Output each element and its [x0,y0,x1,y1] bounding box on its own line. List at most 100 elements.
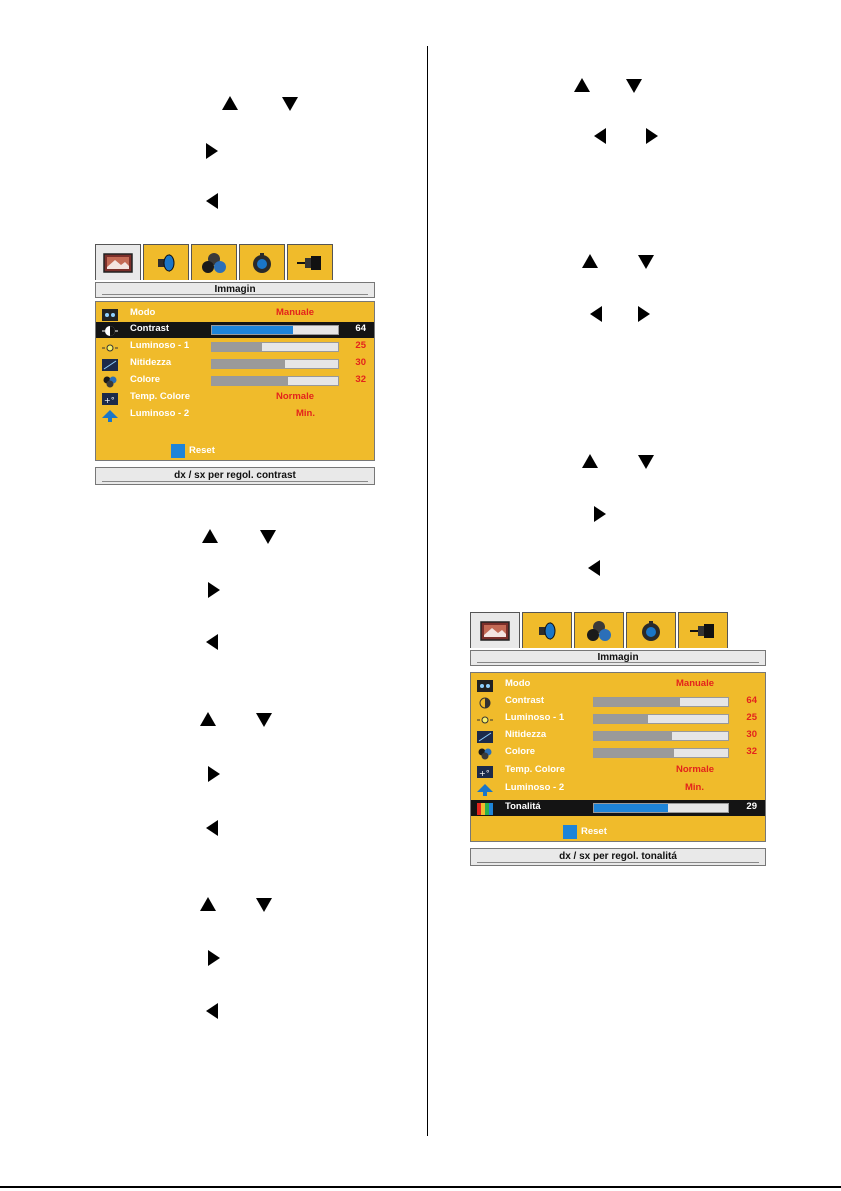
left-arrow-icon [588,560,600,576]
install-icon [642,620,660,641]
nitidezza-slider[interactable] [593,731,729,741]
menu-panel: Modo Manuale Contrast 64 Luminoso - 1 25… [470,672,766,842]
left-arrow-icon [206,634,218,650]
menu-label: Nitidezza [505,729,547,740]
left-arrow-icon [206,820,218,836]
menu-tabs [95,244,335,280]
tab-picture[interactable] [95,244,141,280]
colore-slider[interactable] [593,748,729,758]
reset-label: Reset [189,445,215,456]
menu-hint: dx / sx per regol. tonalitá [559,851,677,862]
source-icon [690,623,714,638]
up-arrow-icon [582,254,598,268]
menu-row-tonalita[interactable]: Tonalitá 29 [471,800,765,816]
down-arrow-icon [638,455,654,469]
menu-row-contrast[interactable]: Contrast 64 [471,694,765,710]
menu-row-luminoso-1[interactable]: Luminoso - 1 25 [96,339,374,355]
menu-value: 25 [355,340,366,351]
menu-value: 64 [746,695,757,706]
menu-value: 32 [355,374,366,385]
menu-title: Immagin [597,652,639,663]
color-temp-icon: +° [102,392,118,405]
tab-install[interactable] [239,244,285,280]
menu-value: Normale [676,764,715,775]
menu-row-contrast[interactable]: Contrast 64 [96,322,374,338]
menu-row-temp-colore[interactable]: +° Temp. Colore Normale [471,763,765,779]
blue-button-icon [563,825,577,839]
down-arrow-icon [626,79,642,93]
contrast-slider[interactable] [593,697,729,707]
menu-value: Normale [276,391,315,402]
luminoso-1-slider[interactable] [211,342,339,352]
menu-label: Temp. Colore [130,391,190,402]
menu-label: Luminoso - 2 [130,408,190,419]
menu-label: Contrast [130,323,170,334]
menu-row-colore[interactable]: Colore 32 [96,373,374,389]
nitidezza-slider[interactable] [211,359,339,369]
picture-icon [103,252,133,273]
menu-label: Nitidezza [130,357,172,368]
left-arrow-icon [594,128,606,144]
tab-features[interactable] [574,612,624,648]
tab-source[interactable] [678,612,728,648]
down-arrow-icon [638,255,654,269]
tab-sound[interactable] [522,612,572,648]
menu-title-bar: Immagin [470,650,766,666]
tab-picture[interactable] [470,612,520,648]
slider-fill [212,360,286,368]
speaker-icon [158,253,175,272]
slider-fill [594,749,675,757]
menu-label: Tonalitá [505,801,541,812]
picture-menu-tonalita: Immagin Modo Manuale Contrast 64 Luminos… [470,612,766,866]
colore-slider[interactable] [211,376,339,386]
menu-label: Temp. Colore [505,764,565,775]
menu-row-temp-colore[interactable]: +° Temp. Colore Normale [96,390,374,406]
menu-label: Luminoso - 1 [130,340,190,351]
menu-row-luminoso-1[interactable]: Luminoso - 1 25 [471,711,765,727]
reset-label: Reset [581,826,607,837]
tab-install[interactable] [626,612,676,648]
menu-row-nitidezza[interactable]: Nitidezza 30 [471,728,765,744]
sharpness-icon [477,730,493,743]
picture-menu-contrast: Immagin Modo Manuale Contrast 64 Luminos… [95,244,377,489]
menu-value: 25 [746,712,757,723]
tab-sound[interactable] [143,244,189,280]
menu-row-luminoso-2[interactable]: Luminoso - 2 Min. [471,781,765,797]
up-arrow-icon [574,78,590,92]
menu-value: 32 [746,746,757,757]
speaker-icon [539,621,556,640]
right-arrow-icon [638,306,650,322]
menu-value: Min. [685,782,704,793]
menu-row-modo[interactable]: Modo Manuale [96,306,374,322]
blue-button-icon [171,444,185,458]
menu-title-bar: Immagin [95,282,375,298]
up-arrow-icon [222,96,238,110]
tab-source[interactable] [287,244,333,280]
menu-row-colore[interactable]: Colore 32 [471,745,765,761]
menu-panel: Modo Manuale Contrast 64 Luminoso - 1 25… [95,301,375,461]
right-arrow-icon [594,506,606,522]
menu-row-luminoso-2[interactable]: Luminoso - 2 Min. [96,407,374,423]
features-icon [202,252,226,273]
sharpness-icon [102,358,118,371]
menu-row-nitidezza[interactable]: Nitidezza 30 [96,356,374,372]
color-icon [102,375,118,388]
menu-value: Manuale [276,307,315,318]
contrast-icon [102,324,118,336]
luminoso-1-slider[interactable] [593,714,729,724]
slider-fill [212,377,288,385]
tonalita-slider[interactable] [593,803,729,813]
svg-text:+°: +° [104,396,115,405]
up-arrow-icon [582,454,598,468]
left-arrow-icon [590,306,602,322]
tab-features[interactable] [191,244,237,280]
menu-value: Min. [296,408,315,419]
left-arrow-icon [206,1003,218,1019]
slider-fill [594,732,672,740]
menu-row-modo[interactable]: Modo Manuale [471,677,765,693]
menu-label: Luminoso - 2 [505,782,565,793]
contrast-slider[interactable] [211,325,339,335]
right-arrow-icon [208,582,220,598]
slider-fill [594,698,680,706]
up-arrow-icon [202,529,218,543]
